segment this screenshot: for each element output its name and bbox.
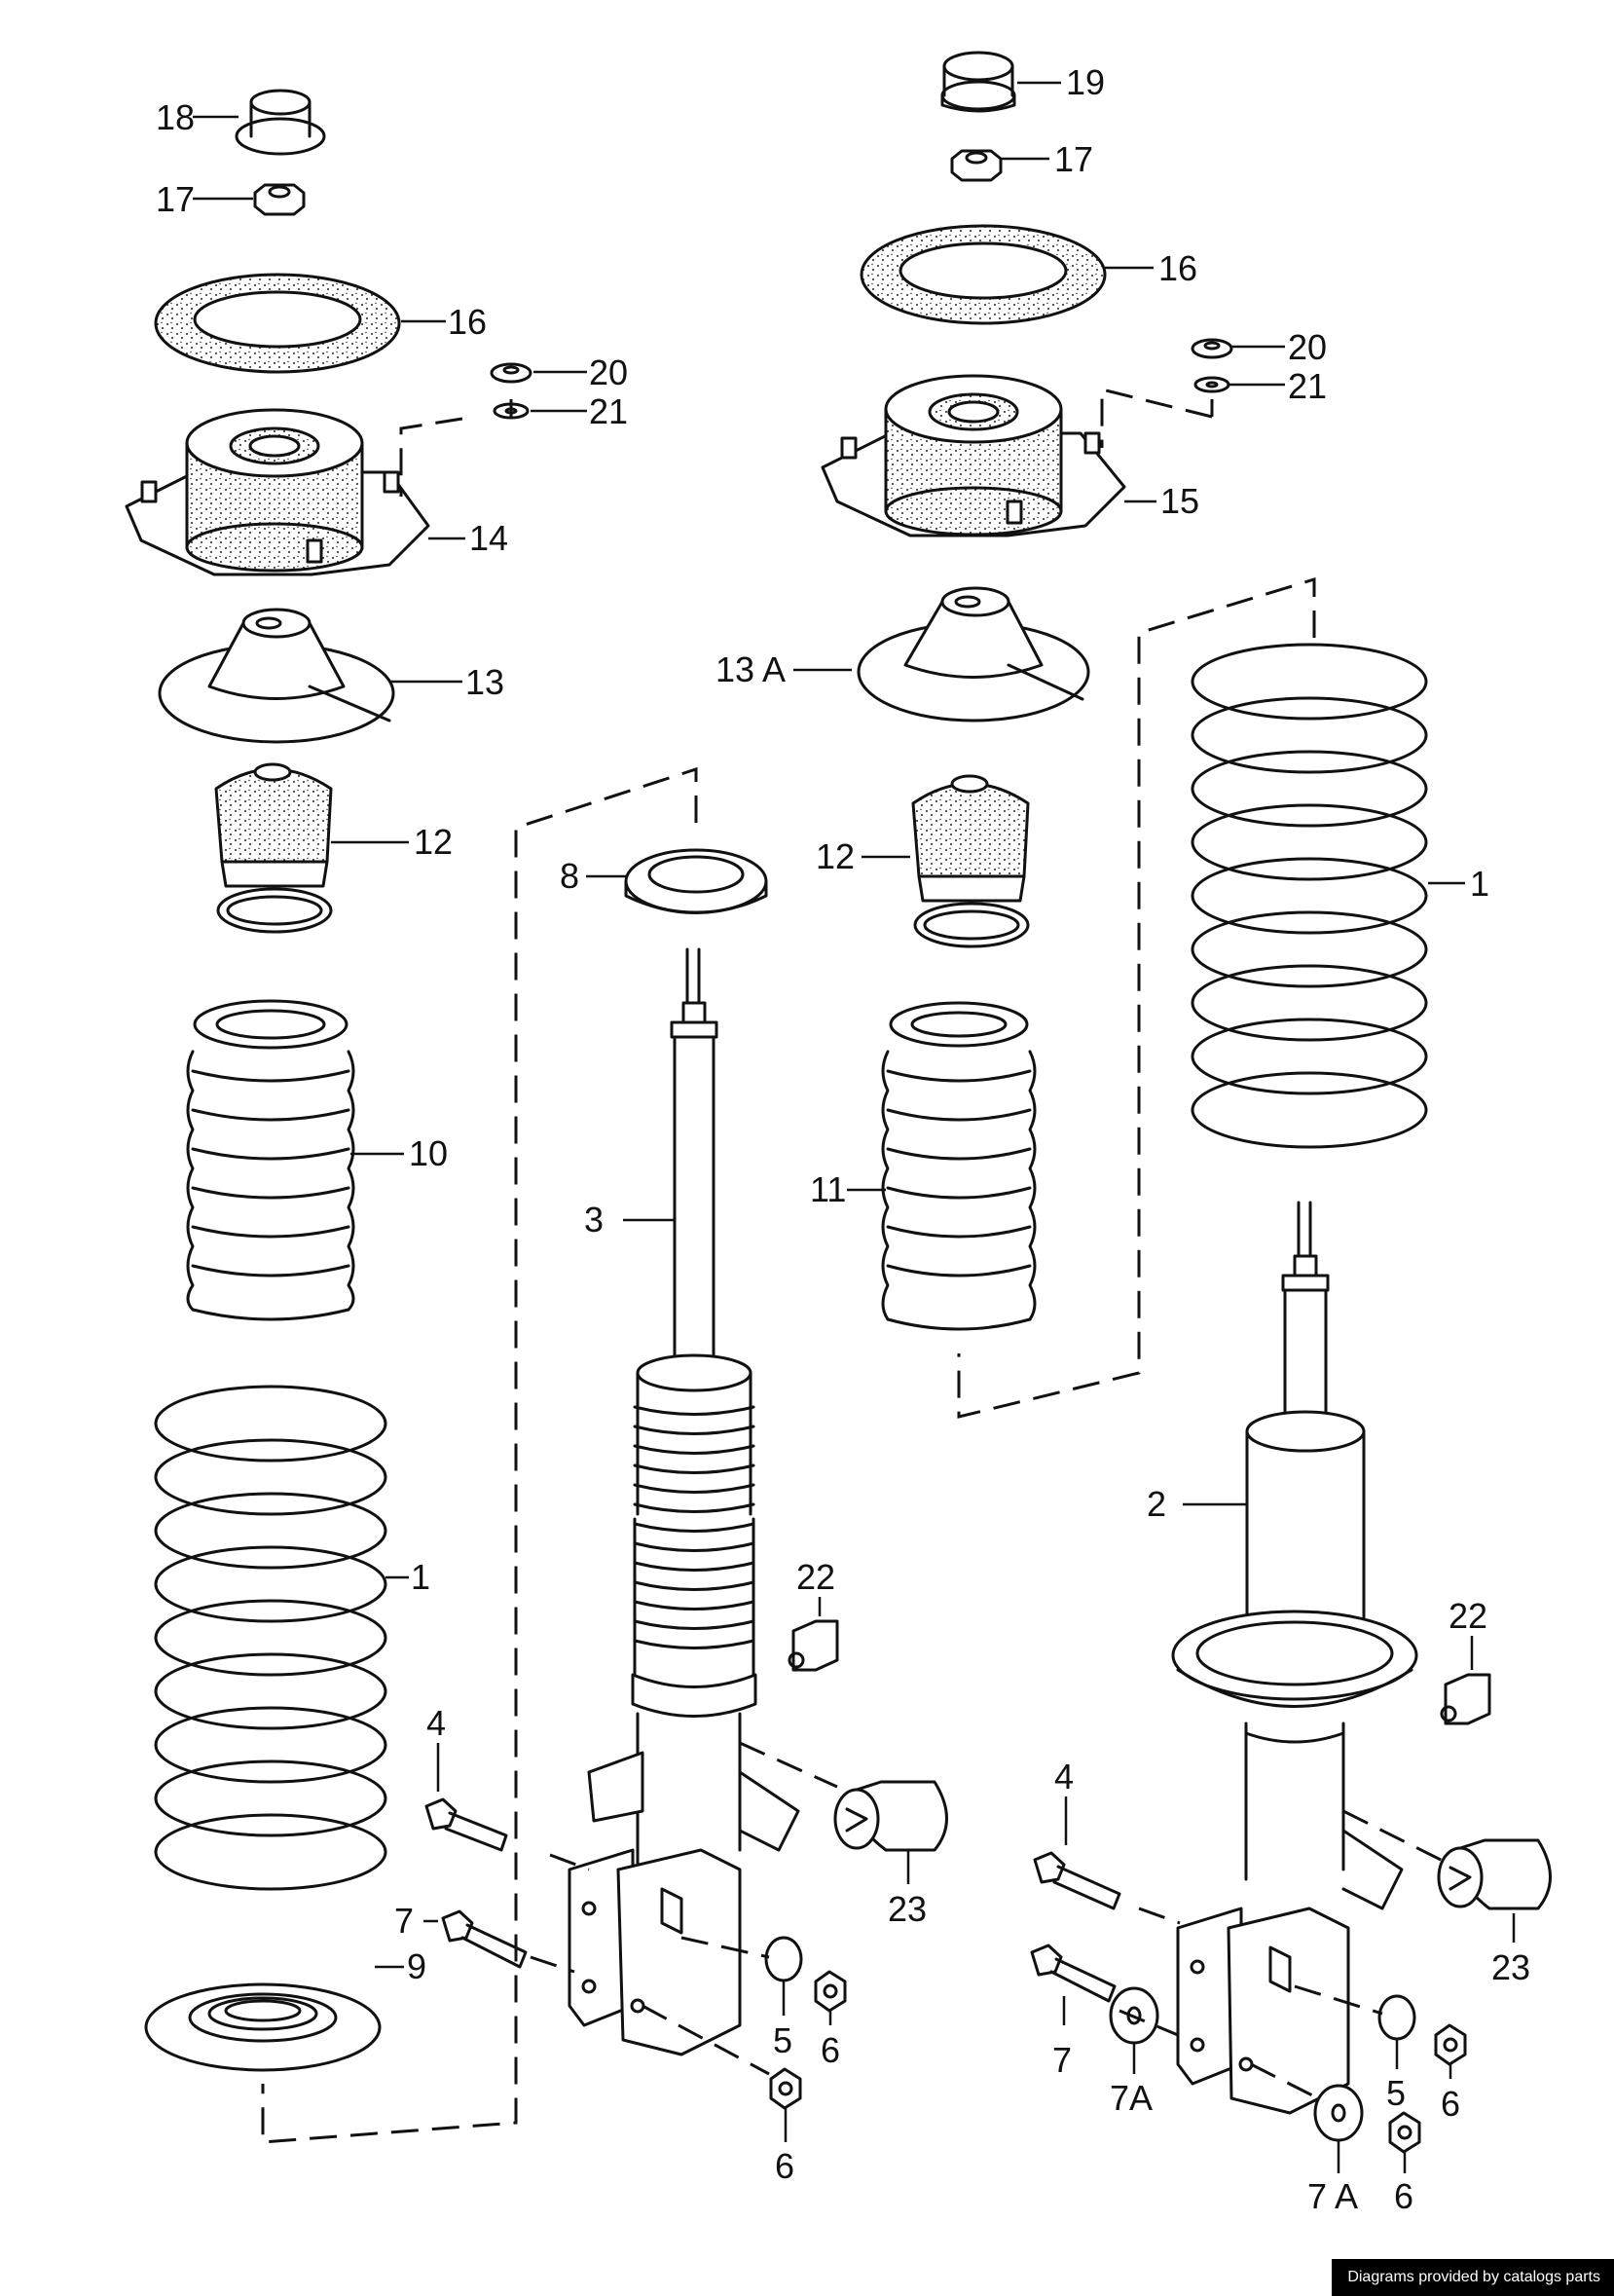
clamp-22-left	[788, 1619, 839, 1672]
nut-20-left	[490, 362, 532, 384]
label-21-left: 21	[589, 391, 628, 431]
bush-23-right	[1437, 1838, 1552, 1910]
label-16-left: 16	[448, 302, 487, 342]
label-11: 11	[810, 1169, 846, 1209]
mount-14	[125, 408, 430, 576]
seat-13A	[857, 586, 1090, 722]
washer-21-right	[1193, 376, 1230, 393]
label-10: 10	[409, 1133, 448, 1173]
label-4-left: 4	[426, 1703, 446, 1743]
label-17-right: 17	[1054, 139, 1093, 179]
label-5-right: 5	[1386, 2073, 1406, 2113]
label-23-right: 23	[1491, 1947, 1530, 1987]
nut-20-right	[1191, 338, 1233, 359]
label-22-left: 22	[796, 1557, 835, 1597]
cap-18	[235, 89, 326, 156]
diagram-credit-badge: Diagrams provided by catalogs parts	[1332, 2259, 1614, 2296]
label-3: 3	[584, 1200, 604, 1240]
label-16-right: 16	[1158, 248, 1197, 288]
boot-11	[881, 1001, 1037, 1331]
washer-5-right	[1377, 1994, 1416, 2041]
ring-nut-8	[624, 848, 768, 914]
seat-13	[158, 608, 395, 744]
label-7A-lower: 7 A	[1307, 2176, 1358, 2216]
label-7-left: 7	[394, 1901, 414, 1941]
part-labels: 18 17 16 20 21 14 13 12 10 1 9 19 17 16 …	[156, 62, 1530, 2216]
label-7-right: 7	[1052, 2040, 1072, 2080]
cap-19	[940, 51, 1016, 113]
nut-6a	[814, 1970, 847, 2013]
washer-16-left	[154, 273, 401, 374]
label-6c: 6	[1441, 2084, 1460, 2124]
assembly-dashed-lines	[261, 388, 1451, 2144]
label-13A: 13 A	[715, 649, 786, 689]
label-21-right: 21	[1288, 366, 1327, 406]
label-9: 9	[407, 1946, 426, 1986]
label-22-right: 22	[1449, 1596, 1487, 1636]
nut-17-right	[950, 149, 1003, 182]
bump-stop-12-left	[214, 762, 333, 934]
label-15: 15	[1160, 481, 1199, 521]
label-20-left: 20	[589, 352, 628, 392]
label-6a: 6	[821, 2030, 840, 2070]
label-20-right: 20	[1288, 327, 1327, 367]
washer-5-left	[764, 1936, 803, 1982]
label-14: 14	[469, 518, 508, 558]
nut-6c	[1434, 2023, 1467, 2066]
bolt-7-left	[441, 1909, 528, 1969]
label-1-right: 1	[1470, 864, 1489, 904]
label-1-left: 1	[411, 1557, 430, 1597]
coil-spring-1-left	[154, 1385, 387, 1891]
label-13: 13	[465, 662, 504, 702]
coil-spring-1-right	[1191, 643, 1428, 1149]
nut-6d	[1388, 2111, 1421, 2154]
label-18: 18	[156, 97, 195, 137]
bush-23-left	[833, 1780, 948, 1852]
nut-6b	[769, 2067, 802, 2110]
bolt-4-right	[1033, 1851, 1121, 1910]
boot-10	[186, 999, 355, 1321]
label-6b: 6	[775, 2146, 794, 2186]
label-12-right: 12	[816, 836, 855, 876]
bump-stop-12-right	[911, 774, 1030, 948]
label-6d: 6	[1394, 2176, 1413, 2216]
seat-9	[144, 1982, 382, 2072]
label-5-left: 5	[773, 2020, 792, 2060]
strut-2	[1171, 1201, 1418, 2115]
bolt-4-left	[424, 1797, 508, 1852]
label-2: 2	[1147, 1484, 1166, 1524]
strut-3	[568, 947, 800, 2056]
label-23-left: 23	[888, 1889, 927, 1929]
label-17-left: 17	[156, 179, 195, 219]
bolt-7-right	[1030, 1944, 1117, 2003]
clamp-22-right	[1440, 1673, 1491, 1725]
label-7A-right: 7A	[1110, 2078, 1153, 2118]
mount-15	[821, 374, 1126, 537]
leader-lines	[193, 81, 1516, 2173]
label-12-left: 12	[414, 822, 453, 862]
washer-7A-lower	[1313, 2084, 1364, 2142]
nut-17-left	[253, 183, 306, 216]
label-4-right: 4	[1054, 1757, 1074, 1796]
label-8: 8	[560, 856, 579, 896]
washer-16-right	[860, 224, 1107, 325]
label-19: 19	[1066, 62, 1105, 102]
